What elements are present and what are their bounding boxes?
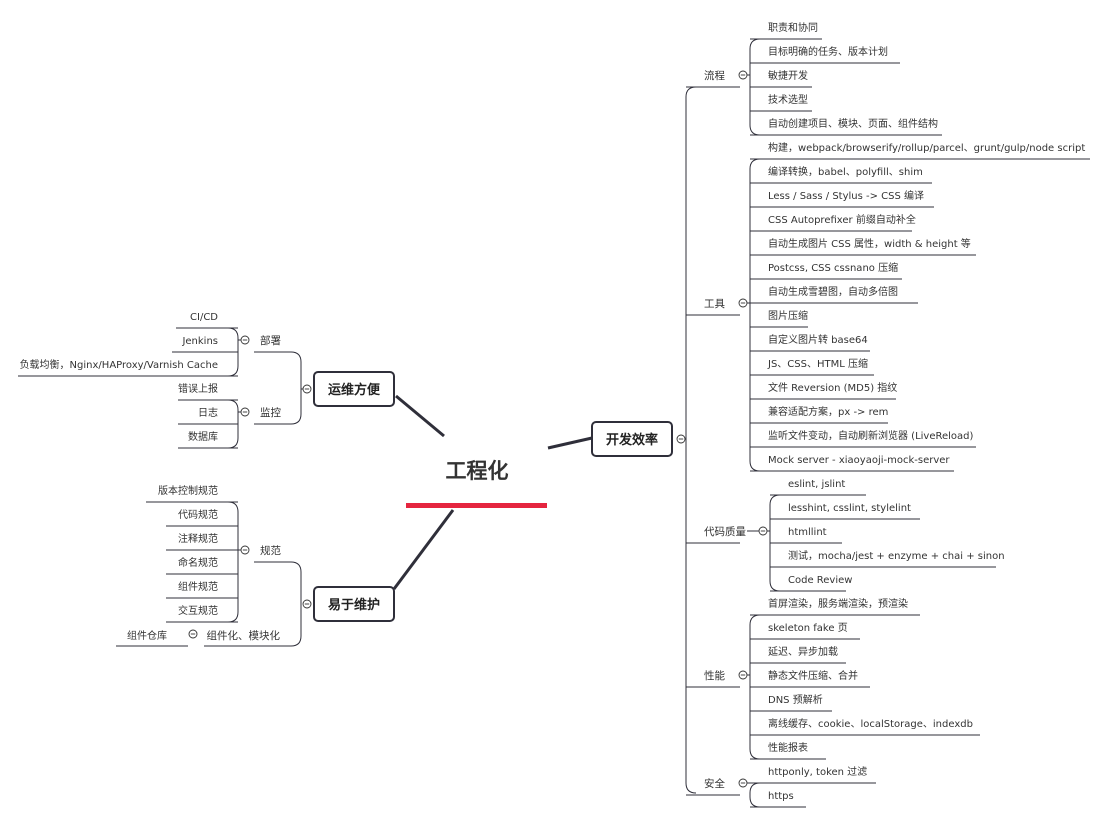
- group-label-0: 流程: [704, 69, 725, 82]
- ops-item-1-0: 错误上报: [178, 382, 218, 395]
- item-dev-4-0: httponly, token 过滤: [768, 765, 867, 778]
- item-dev-1-3: CSS Autoprefixer 前缀自动补全: [768, 213, 916, 226]
- item-dev-3-4: DNS 预解析: [768, 693, 823, 706]
- item-dev-1-13: Mock server - xiaoyaoji-mock-server: [768, 455, 950, 466]
- maintain-item-0-5: 交互规范: [178, 604, 218, 617]
- item-dev-3-3: 静态文件压缩、合并: [768, 669, 858, 682]
- branch-connectors: [18, 38, 1090, 808]
- topic-ops[interactable]: 运维方便: [313, 371, 395, 407]
- ops-item-0-0: CI/CD: [190, 312, 218, 323]
- toggle-group-3[interactable]: [738, 670, 748, 680]
- ops-group-label-0: 部署: [260, 334, 281, 347]
- ops-item-1-2: 数据库: [188, 430, 218, 443]
- item-dev-1-8: 自定义图片转 base64: [768, 333, 868, 346]
- item-dev-1-6: 自动生成雪碧图，自动多倍图: [768, 285, 898, 298]
- item-dev-0-1: 目标明确的任务、版本计划: [768, 45, 888, 58]
- item-dev-3-1: skeleton fake 页: [768, 622, 848, 634]
- maintain-item-0-3: 命名规范: [178, 556, 218, 569]
- toggle-ops-group-1[interactable]: [240, 407, 250, 417]
- toggle-ops[interactable]: [302, 384, 312, 394]
- group-label-2: 代码质量: [704, 526, 746, 538]
- ops-item-0-2: 负载均衡，Nginx/HAProxy/Varnish Cache: [20, 358, 218, 371]
- item-dev-0-3: 技术选型: [768, 93, 808, 106]
- item-dev-1-9: JS、CSS、HTML 压缩: [767, 357, 868, 370]
- item-dev-1-5: Postcss, CSS cssnano 压缩: [768, 261, 898, 274]
- branch-nodes: 开发效率 流程 职责和协同目标明确的任务、版本计划敏捷开发技术选型自动创建项目、模块…: [20, 21, 1086, 802]
- root-topic[interactable]: 工程化: [406, 459, 547, 508]
- item-dev-1-0: 构建，webpack/browserify/rollup/parcel、grun…: [768, 141, 1085, 154]
- item-dev-3-0: 首屏渲染，服务端渲染，预渲染: [768, 597, 908, 610]
- item-dev-1-11: 兼容适配方案，px -> rem: [768, 405, 888, 418]
- item-dev-1-10: 文件 Reversion (MD5) 指纹: [768, 381, 897, 394]
- item-dev-4-1: https: [768, 791, 794, 802]
- maintain-item-0-4: 组件规范: [178, 580, 218, 593]
- root-connectors: [392, 394, 593, 590]
- maintain-group-label-0: 规范: [260, 544, 281, 557]
- group-label-1: 工具: [704, 298, 725, 310]
- maintain-group-label-1: 组件化、模块化: [207, 629, 281, 642]
- item-dev-3-2: 延迟、异步加载: [768, 645, 838, 658]
- item-dev-1-7: 图片压缩: [768, 309, 808, 322]
- item-dev-1-1: 编译转换，babel、polyfill、shim: [768, 165, 923, 178]
- item-dev-2-4: Code Review: [788, 575, 852, 586]
- root-underline: [406, 503, 547, 508]
- toggle-group-2[interactable]: [758, 526, 768, 536]
- maintain-item-0-0: 版本控制规范: [158, 484, 218, 497]
- item-dev-2-2: htmllint: [788, 527, 827, 538]
- group-label-4: 安全: [704, 777, 725, 790]
- item-dev-2-1: lesshint, csslint, stylelint: [788, 503, 911, 514]
- item-dev-2-3: 测试，mocha/jest + enzyme + chai + sinon: [788, 549, 1005, 562]
- item-dev-3-6: 性能报表: [768, 741, 808, 754]
- group-label-3: 性能: [704, 669, 725, 682]
- item-dev-1-4: 自动生成图片 CSS 属性，width & height 等: [768, 237, 971, 250]
- topic-maintain-label: 易于维护: [328, 597, 380, 613]
- topic-dev-efficiency[interactable]: 开发效率: [591, 421, 673, 457]
- toggle-group-1[interactable]: [738, 298, 748, 308]
- item-dev-1-2: Less / Sass / Stylus -> CSS 编译: [768, 189, 924, 202]
- maintain-item-1-0: 组件仓库: [127, 629, 167, 642]
- topic-ops-label: 运维方便: [328, 382, 381, 398]
- toggle-dev-efficiency[interactable]: [676, 434, 686, 444]
- toggle-maintain-group-1[interactable]: [188, 629, 198, 639]
- item-dev-1-12: 监听文件变动，自动刷新浏览器 (LiveReload): [768, 429, 974, 442]
- root-title: 工程化: [446, 459, 509, 483]
- topic-dev-efficiency-label: 开发效率: [606, 432, 658, 448]
- toggle-maintain[interactable]: [302, 599, 312, 609]
- item-dev-3-5: 离线缓存、cookie、localStorage、indexdb: [768, 717, 973, 730]
- ops-group-label-1: 监控: [260, 406, 281, 419]
- item-dev-2-0: eslint, jslint: [788, 479, 845, 490]
- toggle-group-4[interactable]: [738, 778, 748, 788]
- toggle-ops-group-0[interactable]: [240, 335, 250, 345]
- toggle-maintain-group-0[interactable]: [240, 545, 250, 555]
- item-dev-0-0: 职责和协同: [768, 21, 818, 34]
- toggle-group-0[interactable]: [738, 70, 748, 80]
- topic-maintain[interactable]: 易于维护: [313, 586, 395, 622]
- ops-item-1-1: 日志: [198, 406, 218, 419]
- maintain-item-0-1: 代码规范: [178, 508, 218, 521]
- ops-item-0-1: Jenkins: [181, 336, 218, 347]
- item-dev-0-4: 自动创建项目、模块、页面、组件结构: [768, 117, 938, 130]
- maintain-item-0-2: 注释规范: [178, 532, 218, 545]
- item-dev-0-2: 敏捷开发: [768, 69, 808, 82]
